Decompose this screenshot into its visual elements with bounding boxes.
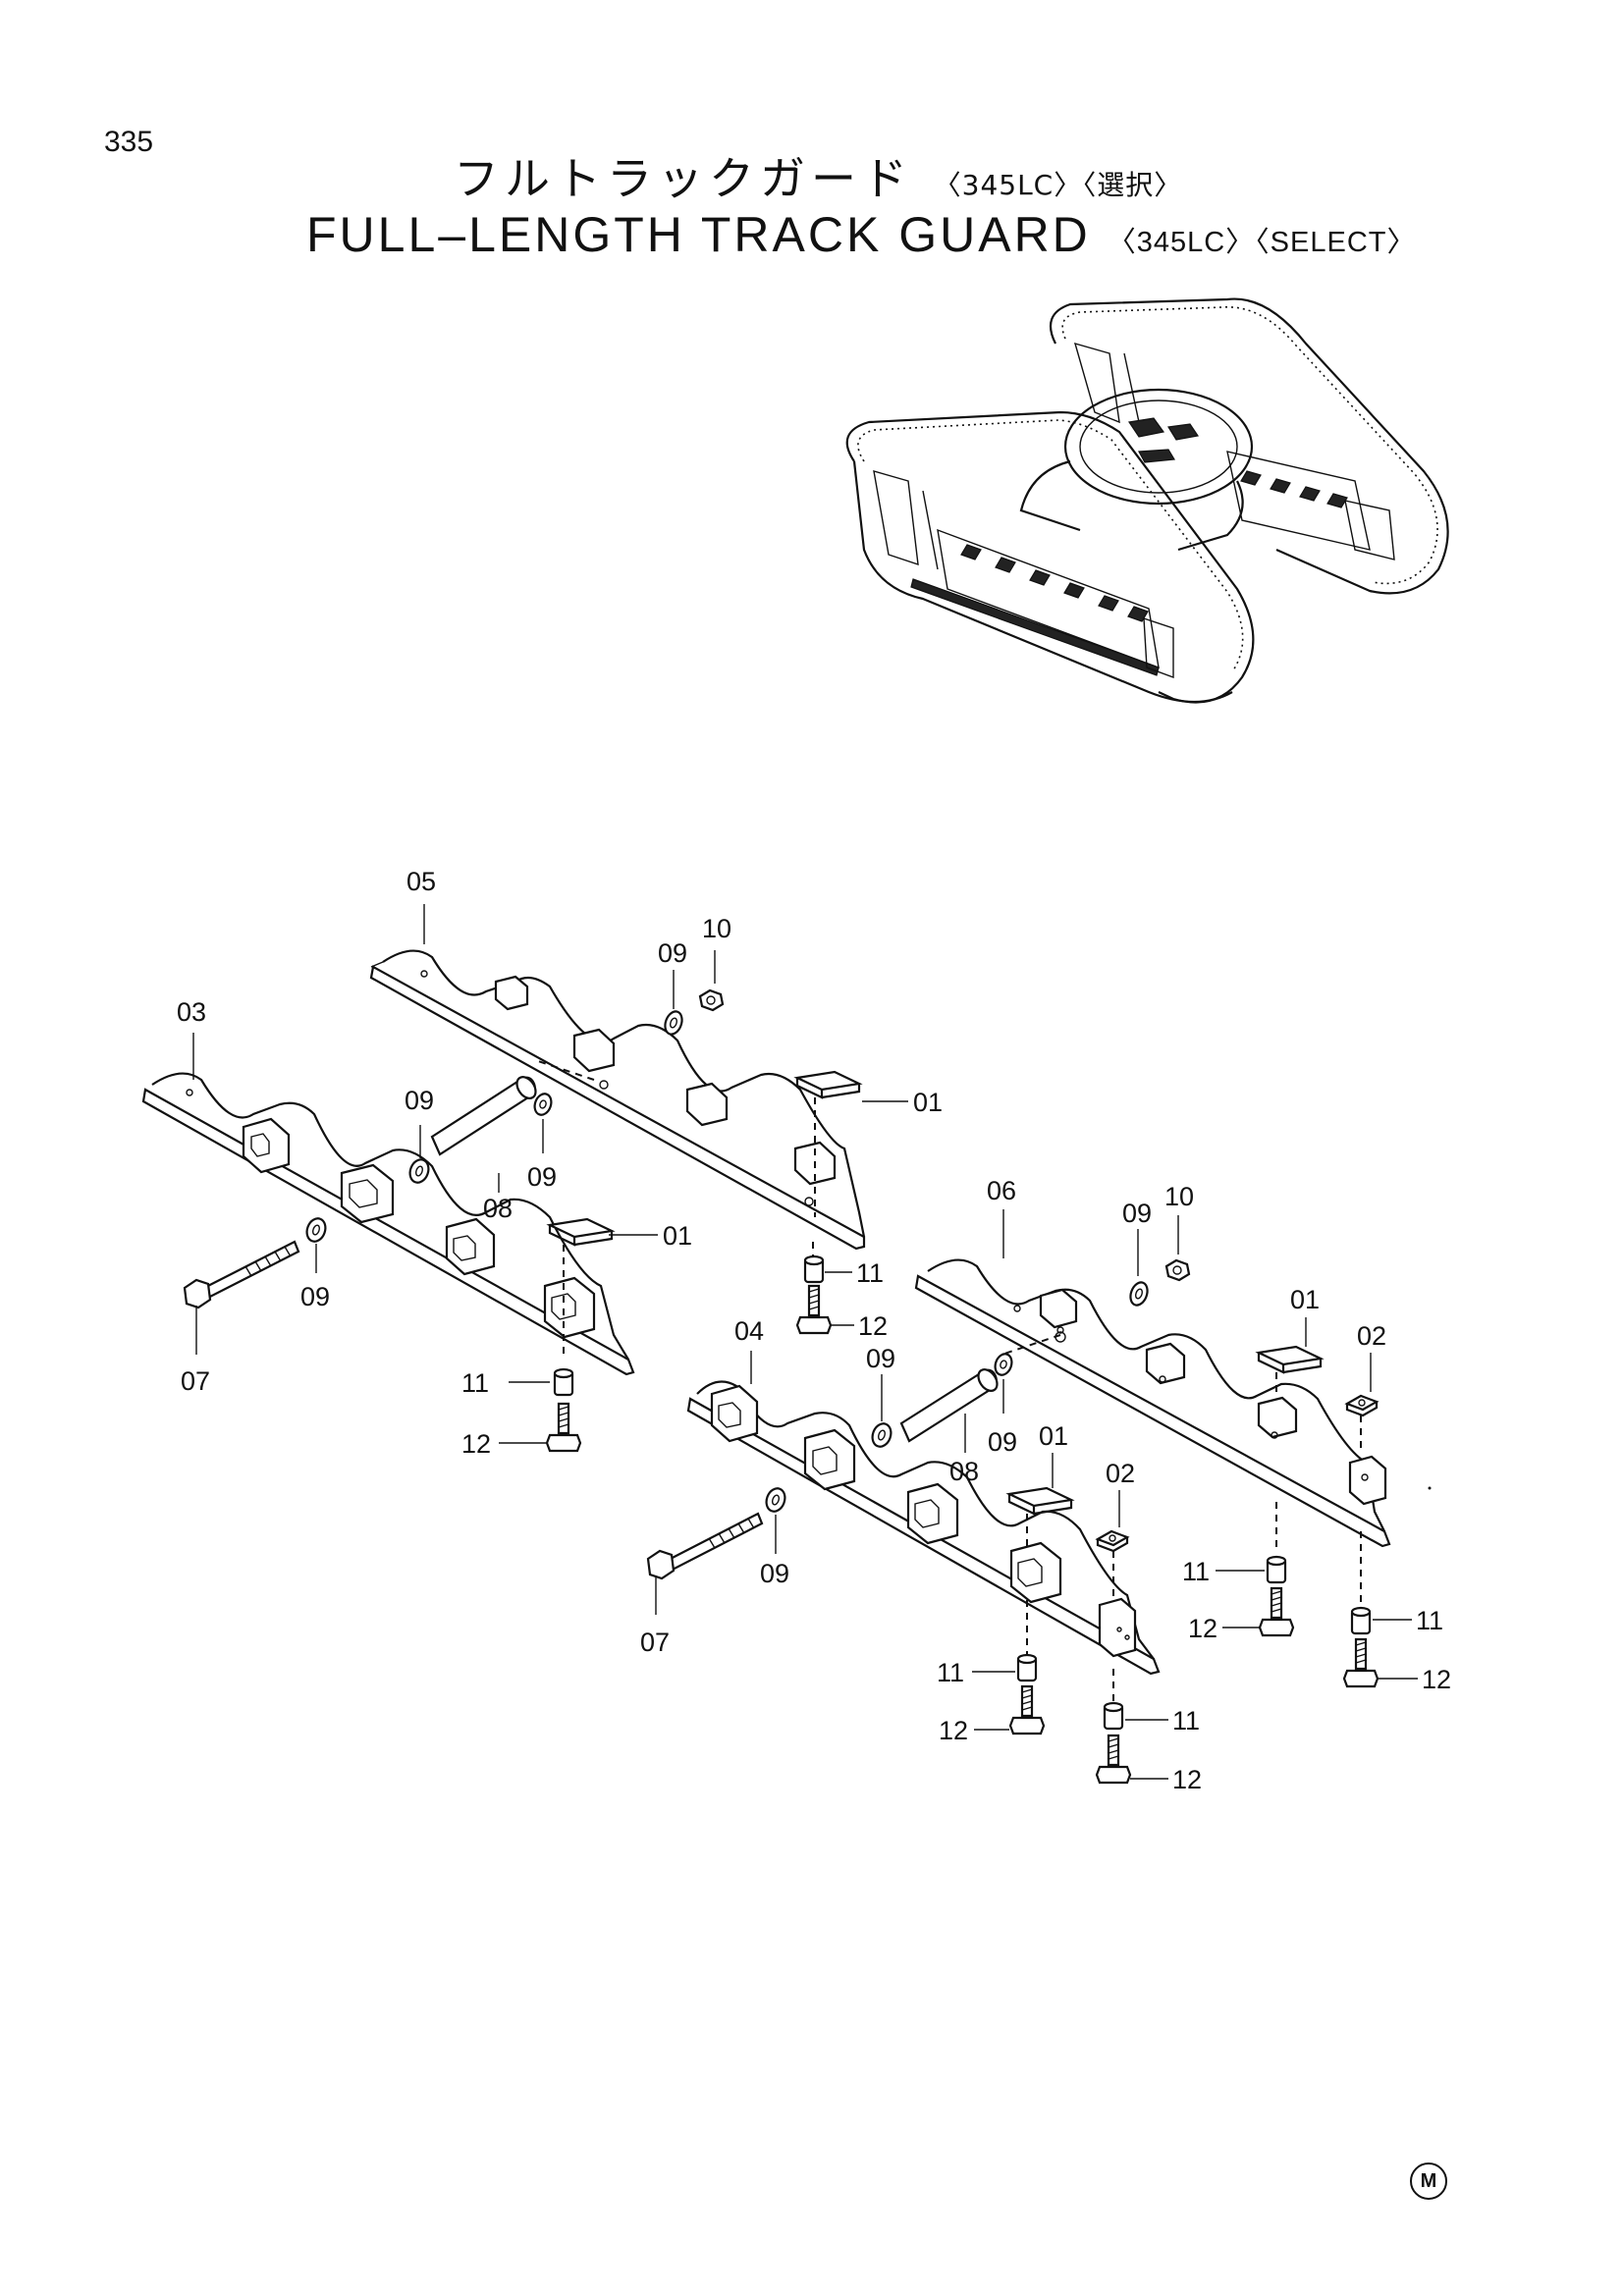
- callout-09: 09: [1122, 1199, 1152, 1228]
- callout-05: 05: [406, 867, 436, 896]
- callout-12: 12: [1172, 1765, 1202, 1794]
- bolt-12: [1342, 1637, 1380, 1688]
- title-japanese-text: フルトラックガード: [454, 152, 913, 205]
- callout-11: 11: [856, 1258, 884, 1288]
- callout-09: 09: [527, 1162, 557, 1192]
- callout-12: 12: [1422, 1665, 1451, 1694]
- callout-08: 08: [483, 1194, 513, 1223]
- bolt-07: [183, 1240, 300, 1309]
- guard-rail-05: [369, 949, 866, 1251]
- callout-01: 01: [1290, 1285, 1320, 1314]
- left-guard-assembly: 05 10 09 03 09 09 01 08 01 11 12 09 07 1…: [141, 867, 943, 1459]
- callout-10: 10: [702, 914, 731, 943]
- nut-10: [1164, 1258, 1191, 1282]
- guard-rail-06: [914, 1258, 1391, 1548]
- right-guard-assembly: 06 09 10 01 02 04 09 09 08 01 02 09 07 1…: [640, 1176, 1451, 1794]
- callout-07: 07: [640, 1628, 670, 1657]
- callout-01: 01: [663, 1221, 692, 1251]
- undercarriage-overview: [845, 297, 1449, 704]
- plate-01: [793, 1070, 863, 1092]
- corner-m-mark: M: [1410, 2163, 1447, 2200]
- bolt-12: [1008, 1684, 1046, 1735]
- bolt-07: [646, 1512, 764, 1580]
- callout-02: 02: [1357, 1321, 1386, 1351]
- washer-09: [1129, 1281, 1149, 1307]
- bolt-12: [1095, 1734, 1132, 1785]
- spacer-11: [1016, 1653, 1038, 1682]
- callout-02: 02: [1106, 1459, 1135, 1488]
- plate-01: [1255, 1345, 1325, 1366]
- callout-09: 09: [405, 1086, 434, 1115]
- callout-11: 11: [1172, 1706, 1200, 1735]
- callout-09: 09: [300, 1282, 330, 1311]
- washer-09: [305, 1217, 327, 1243]
- pin-08: [430, 1076, 537, 1156]
- washer-09: [994, 1353, 1013, 1376]
- title-japanese-select: 〈選択〉: [1082, 169, 1183, 201]
- callout-11: 11: [937, 1658, 964, 1687]
- washer-09: [765, 1487, 786, 1513]
- pin-08: [899, 1368, 999, 1443]
- guard-rail-03: [141, 1072, 635, 1376]
- callout-12: 12: [1188, 1614, 1217, 1643]
- washer-09: [664, 1010, 683, 1036]
- stray-dot: [1428, 1486, 1432, 1490]
- washer-09: [533, 1093, 553, 1116]
- callout-06: 06: [987, 1176, 1016, 1205]
- callout-12: 12: [461, 1429, 491, 1459]
- callout-04: 04: [734, 1316, 764, 1346]
- callout-09: 09: [658, 938, 687, 968]
- bolt-12: [545, 1402, 582, 1453]
- title-english: FULL–LENGTH TRACK GUARD 〈345LC〉〈SELECT〉: [306, 206, 1417, 263]
- callout-08: 08: [949, 1457, 979, 1486]
- title-japanese: フルトラックガード 〈345LC〉〈選択〉: [454, 143, 1182, 208]
- washer-09: [871, 1422, 893, 1448]
- spacer-11: [1350, 1606, 1372, 1635]
- bolt-12: [1258, 1586, 1295, 1637]
- callout-11: 11: [1416, 1606, 1443, 1635]
- washer-09: [408, 1158, 430, 1184]
- guard-rail-04: [686, 1380, 1161, 1676]
- callout-12: 12: [939, 1716, 968, 1745]
- plate-02: [1344, 1394, 1380, 1417]
- callout-07: 07: [181, 1366, 210, 1396]
- spacer-11: [553, 1367, 574, 1397]
- spacer-11: [803, 1255, 825, 1284]
- spacer-11: [1266, 1555, 1287, 1584]
- callout-09: 09: [866, 1344, 895, 1373]
- title-english-text: FULL–LENGTH TRACK GUARD: [306, 207, 1091, 262]
- bolt-12: [795, 1284, 833, 1335]
- callout-01: 01: [913, 1088, 943, 1117]
- callout-09: 09: [988, 1427, 1017, 1457]
- callout-09: 09: [760, 1559, 789, 1588]
- title-japanese-model: 〈345LC〉: [933, 169, 1083, 201]
- plate-02: [1095, 1529, 1130, 1553]
- plate-01: [1005, 1486, 1075, 1508]
- page-number: 335: [104, 126, 154, 158]
- spacer-11: [1103, 1701, 1124, 1731]
- callout-10: 10: [1164, 1182, 1194, 1211]
- callout-11: 11: [1182, 1557, 1210, 1586]
- callout-11: 11: [461, 1368, 489, 1398]
- title-english-model: 〈345LC〉: [1107, 227, 1256, 258]
- nut-10: [698, 988, 725, 1012]
- title-english-select: 〈SELECT〉: [1255, 227, 1417, 258]
- callout-03: 03: [177, 997, 206, 1027]
- callout-01: 01: [1039, 1421, 1068, 1451]
- callout-12: 12: [858, 1311, 888, 1341]
